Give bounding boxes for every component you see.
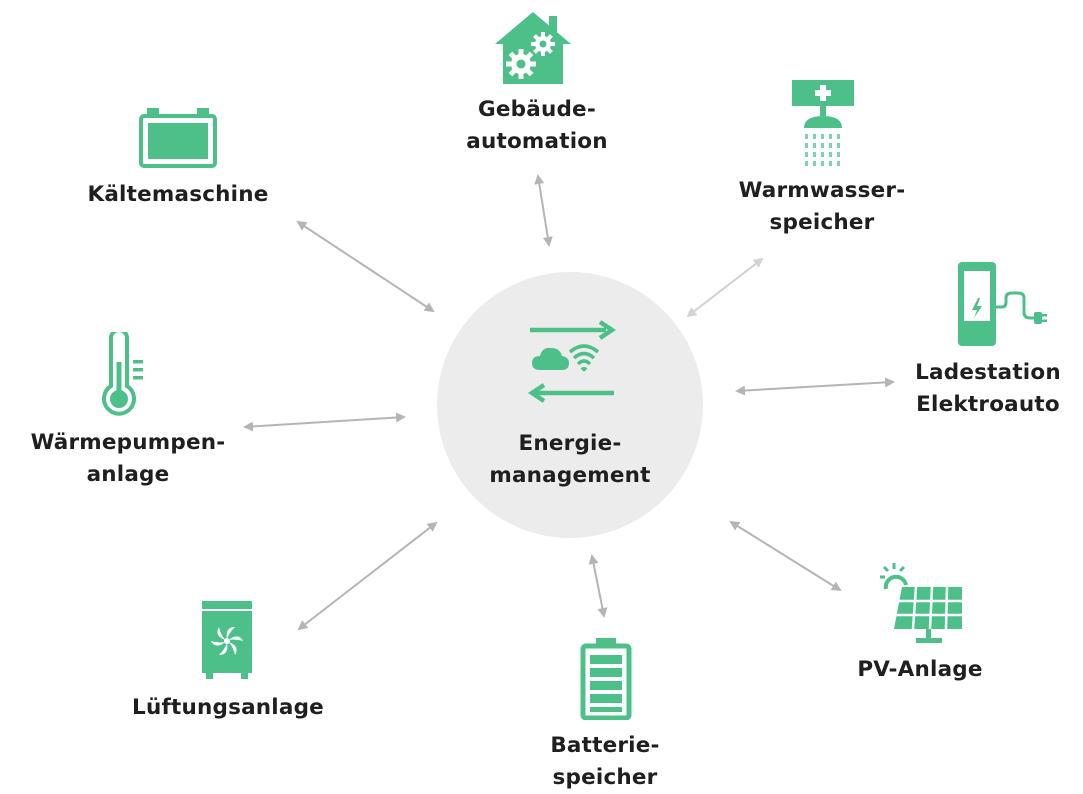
connector-arrow-gebaeude: [534, 174, 553, 247]
building-gears-icon: [495, 12, 571, 84]
node-label-warmwasser: Warmwasser- speicher: [738, 178, 906, 235]
connector-arrow-ladestation: [735, 377, 895, 396]
solar-panel-icon: [880, 563, 962, 643]
node-label-gebaeude: Gebäude- automation: [466, 97, 608, 154]
node-label-lueftung: Lüftungsanlage: [132, 695, 324, 720]
connector-arrow-kaelte: [296, 220, 435, 313]
node-label-ladestation: Ladestation Elektroauto: [915, 360, 1061, 417]
chiller-icon: [139, 108, 217, 168]
energy-exchange-icon: [528, 320, 617, 403]
connector-arrow-waermepumpe: [243, 412, 406, 432]
connector-arrow-lueftung: [297, 521, 438, 631]
node-label-kaelte: Kältemaschine: [87, 182, 269, 207]
connector-arrow-pv: [729, 520, 842, 592]
connector-arrow-warmwasser: [686, 257, 764, 318]
battery-icon: [580, 638, 632, 720]
connector-arrow-batterie: [588, 554, 608, 618]
node-label-waermepumpe: Wärmepumpen- anlage: [30, 430, 226, 487]
ventilation-fan-icon: [202, 601, 252, 679]
node-label-pv: PV-Anlage: [857, 657, 983, 682]
hub-label: Energie- management: [489, 431, 651, 488]
thermometer-icon: [102, 332, 143, 416]
node-label-batterie: Batterie- speicher: [550, 733, 660, 790]
shower-heater-icon: [792, 80, 854, 166]
ev-charger-icon: [958, 262, 1047, 346]
hub-circle: [437, 272, 703, 538]
